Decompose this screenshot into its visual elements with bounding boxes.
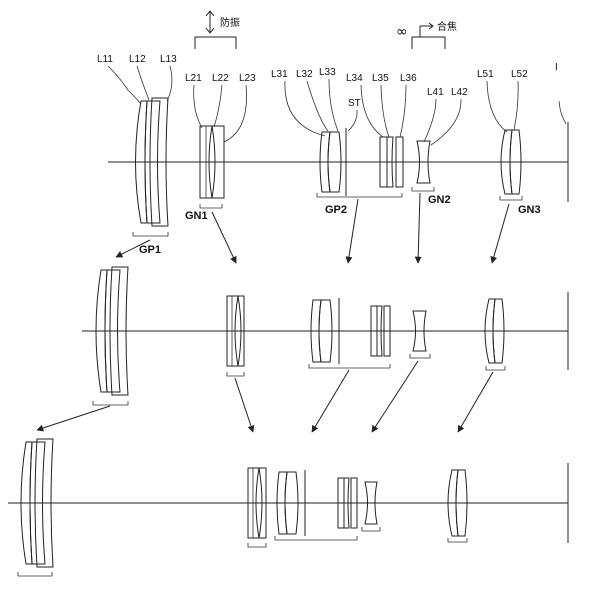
label-l34: L34 (346, 73, 363, 84)
lens-group-gn3-middle (484, 298, 506, 371)
lens-group-gn1-middle (226, 295, 245, 377)
focusing-indicator: ∞ 合焦 (396, 20, 457, 49)
label-l32: L32 (296, 69, 313, 80)
label-gp2: GP2 (325, 204, 347, 216)
label-l11: L11 (97, 54, 113, 65)
intermediate-state-row (82, 266, 569, 406)
lens-group-gp2-middle (308, 298, 391, 369)
telephoto-state-row (8, 438, 569, 577)
lens-group-gn2-bottom (361, 481, 381, 532)
lens-group-gn2-middle (409, 310, 431, 359)
vibration-reduction-label: 防振 (220, 16, 240, 29)
movement-arrows (36, 192, 510, 433)
label-l31: L31 (271, 69, 288, 80)
focusing-label: 合焦 (437, 20, 457, 33)
arrow-gp2-middle-to-bottom (311, 369, 350, 433)
label-gn2: GN2 (428, 194, 451, 206)
label-l42: L42 (451, 87, 468, 98)
label-stop: ST (348, 98, 361, 109)
lens-group-gp2-bottom (274, 470, 358, 541)
leader-lines (107, 65, 567, 146)
lens-group-gn2-top (411, 140, 435, 192)
label-l21: L21 (185, 73, 202, 84)
lens-group-gp1-middle (92, 266, 129, 406)
arrow-gn2-middle-to-bottom (371, 360, 419, 433)
lens-labels: L11 L12 L13 L21 L22 L23 L31 L32 L33 L34 … (97, 54, 558, 109)
label-l12: L12 (129, 54, 146, 65)
arrow-gp1-top-to-middle (115, 239, 151, 258)
group-labels: GP1 GN1 GP2 GN2 GN3 (139, 194, 541, 256)
lens-group-gn1-bottom (247, 467, 267, 548)
lens-group-gp2-top (316, 128, 404, 198)
label-gp1: GP1 (139, 244, 161, 256)
label-l36: L36 (400, 73, 417, 84)
label-l52: L52 (511, 69, 528, 80)
lens-group-gp1-top (132, 97, 169, 237)
label-l41: L41 (427, 87, 444, 98)
wide-state-row: 防振 ∞ 合焦 L11 L12 L13 L21 L22 L23 L31 L32 … (97, 10, 569, 256)
lens-group-gn3-bottom (447, 469, 468, 543)
label-l35: L35 (372, 73, 389, 84)
arrow-gp1-middle-to-bottom (36, 405, 111, 432)
arrow-gn3-middle-to-bottom (457, 371, 494, 433)
label-l22: L22 (212, 73, 229, 84)
lens-group-gp1-bottom (17, 438, 54, 577)
label-l23: L23 (239, 73, 256, 84)
lens-group-gn1-top (199, 125, 225, 209)
arrow-gp2-top-to-middle (345, 198, 359, 264)
label-gn3: GN3 (518, 204, 541, 216)
label-l33: L33 (319, 67, 336, 78)
lens-group-gn3-top (499, 129, 523, 201)
arrow-gn2-top-to-middle (414, 192, 422, 264)
arrow-gn1-top-to-middle (211, 211, 237, 264)
infinity-symbol: ∞ (396, 24, 408, 40)
label-l51: L51 (477, 69, 494, 80)
vibration-reduction-indicator: 防振 (194, 10, 240, 49)
arrow-gn3-top-to-middle (490, 203, 510, 264)
arrow-gn1-middle-to-bottom (234, 377, 255, 433)
label-l13: L13 (160, 54, 177, 65)
label-gn1: GN1 (185, 210, 208, 222)
label-image: I (555, 62, 558, 73)
